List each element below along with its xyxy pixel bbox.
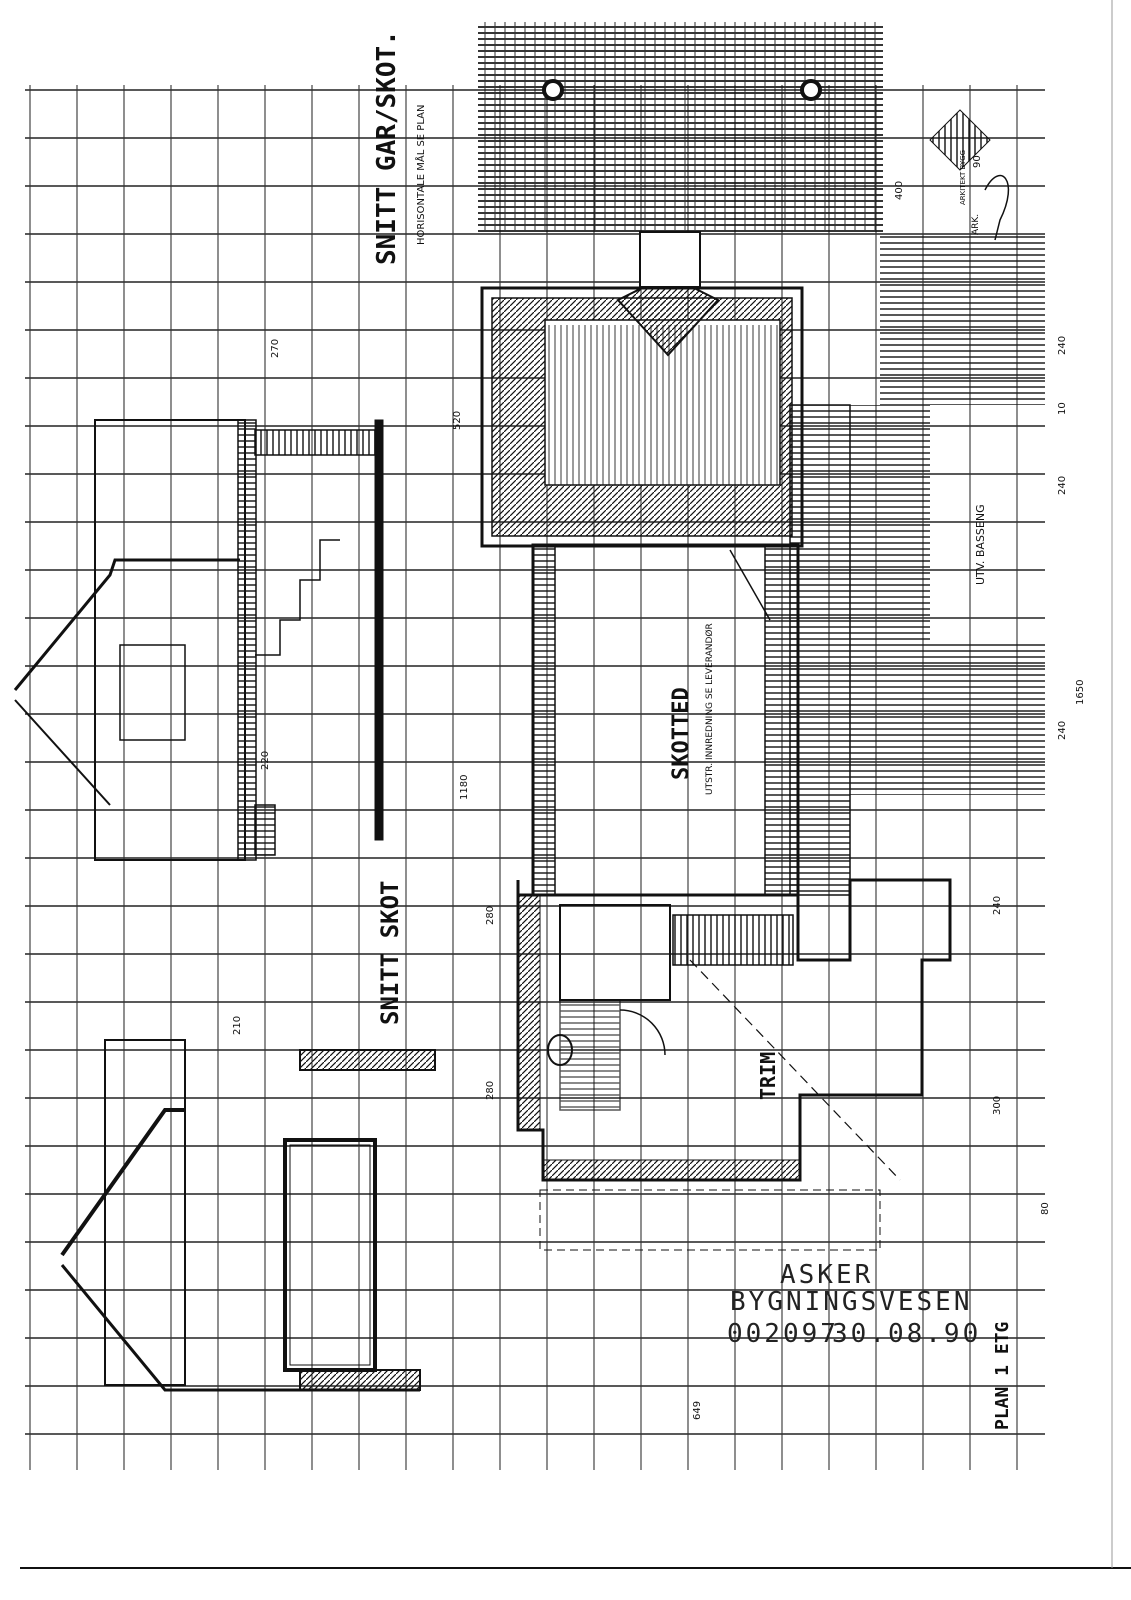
svg-text:280: 280 [485, 906, 496, 925]
svg-text:240: 240 [1057, 476, 1068, 495]
column-marker [800, 79, 822, 101]
section-garage [13, 419, 384, 861]
svg-text:ARK.: ARK. [971, 214, 981, 235]
svg-text:90: 90 [972, 155, 983, 168]
floor-plan [480, 231, 952, 1251]
svg-text:80: 80 [1040, 1202, 1051, 1215]
room-label-main: SKOTTED [669, 687, 694, 780]
plan-title: PLAN 1 ETG [992, 1322, 1013, 1430]
right-deck [850, 405, 930, 795]
svg-text:520: 520 [452, 411, 463, 430]
svg-text:270: 270 [270, 339, 281, 358]
section-skot-title: SNITT SKOT [376, 881, 404, 1026]
svg-text:BYGNINGSVESEN: BYGNINGSVESEN [730, 1287, 973, 1317]
svg-text:240: 240 [992, 896, 1003, 915]
svg-text:30.08.90: 30.08.90 [832, 1319, 981, 1349]
deck-area [478, 22, 883, 232]
svg-text:400: 400 [894, 181, 905, 200]
building-authority-stamp: ASKER BYGNINGSVESEN 002097 30.08.90 [727, 1260, 981, 1349]
svg-text:240: 240 [1057, 721, 1068, 740]
right-deck [930, 640, 1045, 795]
svg-text:280: 280 [485, 1081, 496, 1100]
svg-text:002097: 002097 [727, 1319, 839, 1349]
dimension-labels: 400 520 1180 240 10 240 1650 240 280 280… [232, 181, 1086, 1420]
room-note-main: UTSTR. INNREDNING SE LEVERANDØR [704, 623, 715, 795]
svg-text:10: 10 [1057, 402, 1068, 415]
svg-text:1180: 1180 [459, 775, 470, 800]
architect-logo: ARKITEKT BYGG 90 ARK. [929, 109, 1010, 241]
svg-text:210: 210 [232, 1016, 243, 1035]
svg-text:1650: 1650 [1075, 680, 1086, 705]
room-label-trim: TRIM [756, 1052, 780, 1100]
logo-diamond-icon [929, 109, 991, 171]
svg-text:220: 220 [260, 751, 271, 770]
section-skot [60, 1039, 436, 1392]
section-garage-note: HORISONTALE MÅL SE PLAN [414, 105, 427, 245]
svg-text:240: 240 [1057, 336, 1068, 355]
section-garage-title: SNITT GAR/SKOT. [372, 30, 402, 265]
svg-text:649: 649 [692, 1401, 703, 1420]
room-label-pool: UTV. BASSENG [974, 504, 987, 585]
column-marker [542, 79, 564, 101]
svg-text:300: 300 [992, 1096, 1003, 1115]
right-deck [880, 235, 1045, 405]
svg-text:ARKITEKT BYGG: ARKITEKT BYGG [959, 150, 967, 205]
svg-text:ASKER: ASKER [780, 1260, 873, 1290]
